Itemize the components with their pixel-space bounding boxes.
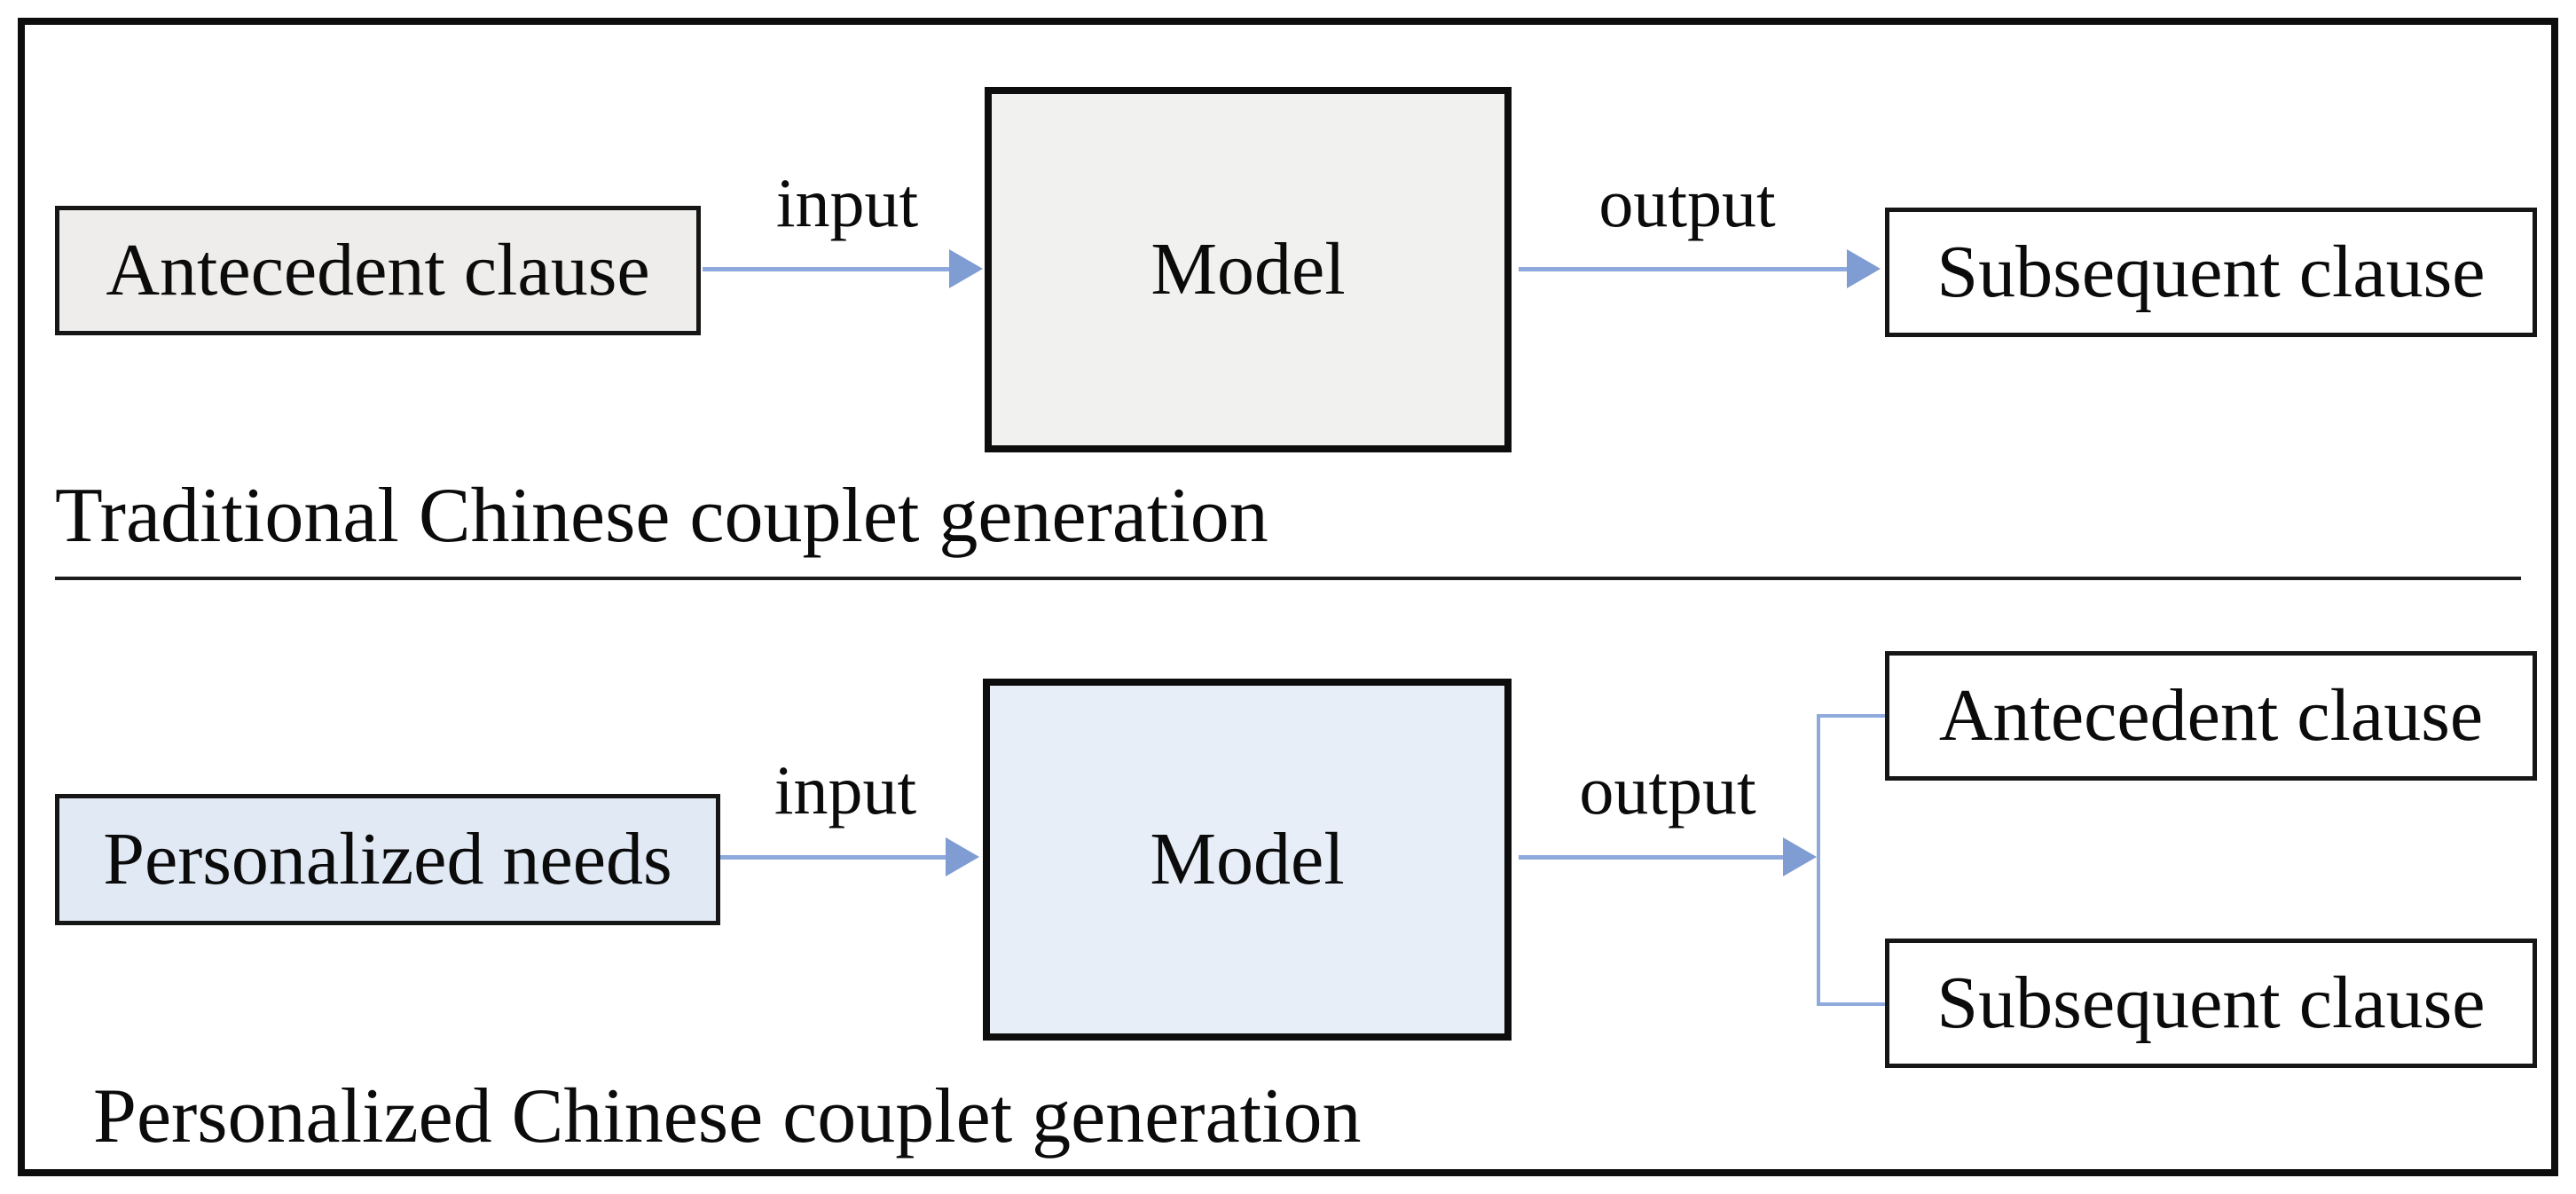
bottom-model-label: Model xyxy=(1150,818,1345,900)
top-model-label: Model xyxy=(1151,228,1346,310)
top-output-label: output xyxy=(1598,164,1776,241)
top-section-caption: Traditional Chinese couplet generation xyxy=(55,473,1268,559)
branch-vertical-line xyxy=(1817,714,1820,1006)
bottom-antecedent-clause-label: Antecedent clause xyxy=(1938,674,2484,757)
bottom-antecedent-clause-box: Antecedent clause xyxy=(1885,651,2537,781)
bottom-input-label: input xyxy=(774,751,917,829)
branch-top-stub-line xyxy=(1817,714,1888,718)
top-subsequent-clause-label: Subsequent clause xyxy=(1936,231,2486,313)
top-model-box: Model xyxy=(985,87,1512,452)
top-output-arrowhead-icon xyxy=(1847,249,1881,288)
bottom-output-arrowhead-icon xyxy=(1783,837,1817,876)
top-subsequent-clause-box: Subsequent clause xyxy=(1885,208,2537,337)
outer-frame xyxy=(18,18,2558,1176)
bottom-output-label: output xyxy=(1579,751,1756,829)
bottom-input-arrow-line xyxy=(720,855,949,860)
section-divider-line xyxy=(55,577,2521,580)
top-antecedent-clause-label: Antecedent clause xyxy=(106,229,650,311)
bottom-model-box: Model xyxy=(983,679,1512,1041)
top-input-arrowhead-icon xyxy=(949,249,983,288)
bottom-personalized-needs-box: Personalized needs xyxy=(55,794,720,925)
branch-bottom-stub-line xyxy=(1817,1002,1888,1006)
top-input-arrow-line xyxy=(703,267,953,271)
bottom-personalized-needs-label: Personalized needs xyxy=(103,818,672,900)
top-antecedent-clause-box: Antecedent clause xyxy=(55,206,701,335)
bottom-subsequent-clause-label: Subsequent clause xyxy=(1936,962,2486,1044)
top-output-arrow-line xyxy=(1519,267,1849,271)
bottom-section-caption: Personalized Chinese couplet generation xyxy=(93,1073,1362,1159)
bottom-input-arrowhead-icon xyxy=(946,837,979,876)
bottom-subsequent-clause-box: Subsequent clause xyxy=(1885,939,2537,1068)
bottom-output-arrow-line xyxy=(1519,855,1787,860)
top-input-label: input xyxy=(775,164,919,241)
